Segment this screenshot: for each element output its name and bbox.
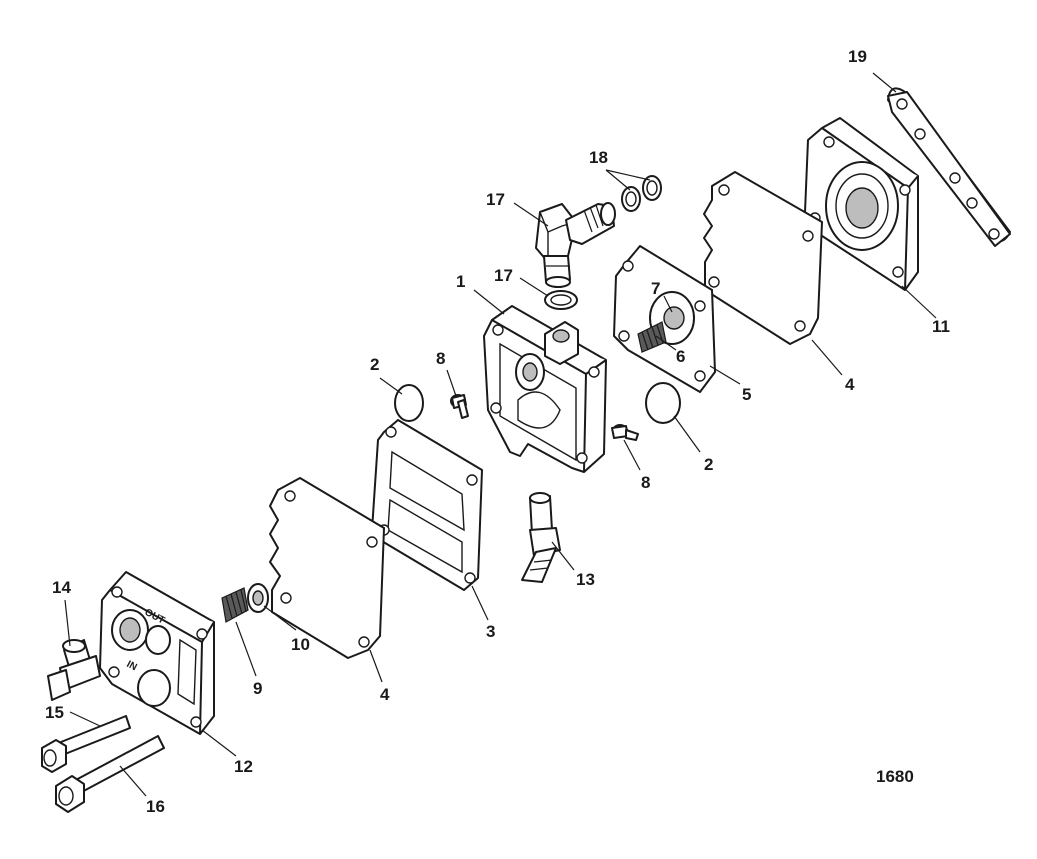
callout-7: 7 xyxy=(651,279,660,298)
figure-id: 1680 xyxy=(876,767,914,786)
callout-10: 10 xyxy=(291,635,310,654)
leader-4-upper xyxy=(811,339,843,376)
callout-2-left: 2 xyxy=(370,355,379,374)
leader-7 xyxy=(663,295,673,313)
callout-8-right: 8 xyxy=(641,473,650,492)
part-4-diaphragm-lower xyxy=(269,477,385,659)
leader-1 xyxy=(473,289,505,315)
leader-lines xyxy=(64,72,937,797)
callout-17-fitting: 17 xyxy=(486,190,505,209)
leader-3 xyxy=(471,585,489,621)
part-1-pump-body xyxy=(483,305,607,473)
part-9-spring xyxy=(221,587,249,623)
leader-2-right xyxy=(673,415,701,453)
leader-12 xyxy=(201,729,237,757)
callout-17-o-ring: 17 xyxy=(494,266,513,285)
leader-14 xyxy=(64,599,71,647)
callout-13: 13 xyxy=(576,570,595,589)
part-4-diaphragm-upper xyxy=(703,171,823,345)
callout-8-left: 8 xyxy=(436,349,445,368)
leader-2-left xyxy=(379,377,403,395)
callout-19: 19 xyxy=(848,47,867,66)
callout-5: 5 xyxy=(742,385,751,404)
callout-12: 12 xyxy=(234,757,253,776)
part-18-washers xyxy=(621,175,662,212)
callout-9: 9 xyxy=(253,679,262,698)
leader-18a xyxy=(605,169,631,191)
part-11-rear-cover xyxy=(804,117,919,291)
leader-11 xyxy=(901,285,937,319)
part-12-front-cover: OUT IN xyxy=(99,571,215,735)
part-19-plate xyxy=(887,87,1011,247)
leader-17-ring xyxy=(519,277,549,297)
leader-17-top xyxy=(513,202,549,227)
part-5-valve-plate xyxy=(613,245,716,393)
callout-4-lower: 4 xyxy=(380,685,390,704)
leader-5 xyxy=(709,365,741,385)
cover-label-in: IN xyxy=(125,659,139,673)
part-13-hose-fitting xyxy=(521,492,561,583)
part-17-elbow-fitting xyxy=(535,202,616,288)
callout-18: 18 xyxy=(589,148,608,167)
callout-4-upper: 4 xyxy=(845,375,855,394)
leader-15 xyxy=(69,711,101,727)
part-2-valve-disc-right xyxy=(645,382,681,424)
callout-2-right: 2 xyxy=(704,455,713,474)
part-10-retainer xyxy=(247,583,269,613)
leader-13 xyxy=(551,541,575,571)
callout-11: 11 xyxy=(932,317,950,336)
callout-15: 15 xyxy=(45,703,64,722)
leader-10 xyxy=(263,605,297,631)
part-14-fitting xyxy=(47,639,101,701)
callout-3: 3 xyxy=(486,622,495,641)
part-15-bolt xyxy=(41,715,131,773)
part-17-o-ring xyxy=(544,290,578,310)
callout-14: 14 xyxy=(52,578,71,597)
leader-18b xyxy=(605,169,651,181)
part-2-valve-disc-left xyxy=(394,384,424,422)
part-8-screw-right xyxy=(611,424,639,441)
leader-8-left xyxy=(446,369,457,397)
callout-6: 6 xyxy=(676,347,685,366)
leader-9 xyxy=(235,621,257,677)
part-8-screw-left xyxy=(450,394,469,419)
leader-19 xyxy=(872,72,897,93)
callout-16: 16 xyxy=(146,797,165,816)
callout-labels: 19 11 18 17 17 1 7 6 4 5 2 8 2 8 13 3 4 … xyxy=(45,47,950,816)
part-6-spring xyxy=(637,321,667,353)
leader-4-lower xyxy=(369,649,383,683)
part-16-bolt xyxy=(55,735,165,813)
leader-8-right xyxy=(623,439,641,471)
part-3-gasket xyxy=(371,419,483,591)
leader-16 xyxy=(119,765,147,797)
callout-1: 1 xyxy=(456,272,465,291)
leader-6 xyxy=(655,335,677,351)
